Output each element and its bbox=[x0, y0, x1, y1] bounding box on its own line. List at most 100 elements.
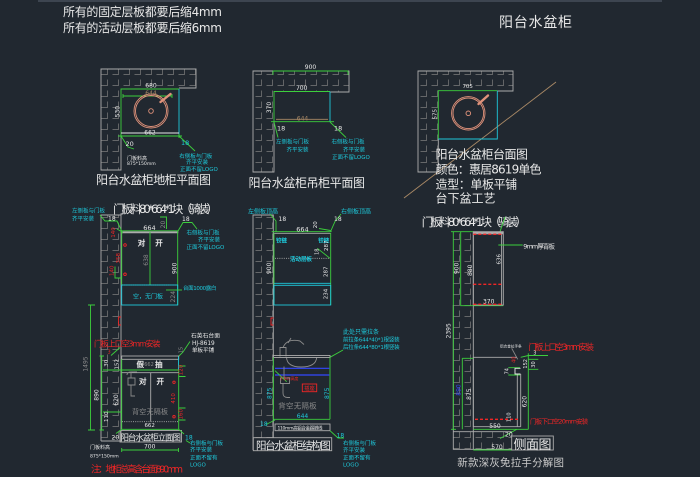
cabinet-width-dimension: 664 bbox=[143, 224, 155, 232]
left-panel-note: 左侧板与门板 bbox=[72, 207, 106, 215]
cabinet-left-top-edge bbox=[120, 88, 179, 136]
wall-cabinet-height-dimension-line bbox=[460, 231, 504, 307]
wall-outline bbox=[252, 70, 350, 173]
extension-lines bbox=[103, 369, 122, 413]
back-panel-note: 9mm厚背板 bbox=[523, 241, 555, 250]
section-height-dimension: 287 bbox=[324, 240, 330, 251]
base-cabinet-plan-view: 680 644 662 530 20 18 门板料高 875*150mm 右侧板… bbox=[96, 68, 218, 187]
open-compartment-note: 空，无门板 bbox=[133, 293, 163, 301]
door-label: 对 bbox=[139, 376, 147, 386]
right-panel-note: 齐平安装 bbox=[186, 158, 209, 166]
shelf-thickness-dimension: 18 bbox=[314, 249, 320, 255]
right-panel-note: 右侧板与门板 bbox=[179, 152, 213, 160]
left-panel-dimension: 18 bbox=[260, 421, 268, 428]
wall-outline bbox=[252, 214, 274, 450]
sink-bowl-section bbox=[286, 357, 318, 368]
wall-cabinet-side: 900 880 636 9mm厚背板 370 2395 bbox=[446, 231, 556, 338]
hinge-position-dimension: 140 bbox=[111, 227, 117, 238]
cabinet-width-dimension: 664 bbox=[296, 225, 308, 233]
countertop-width-dimension: 705 bbox=[462, 84, 473, 90]
section-height-dimension: 287 bbox=[324, 266, 330, 277]
left-panel-dimension: 18 bbox=[108, 216, 116, 223]
door-material-title: 门板料80*664*1块（骑装） bbox=[422, 215, 527, 229]
leader-line bbox=[329, 121, 347, 138]
leader-line bbox=[317, 247, 331, 259]
right-panel-dimension: 18 bbox=[334, 125, 342, 133]
door-top-gap-note: 门板上口空3mm安装 bbox=[94, 339, 161, 349]
open-back-note: 背空无隔板 bbox=[132, 407, 168, 416]
door-height-dimension: 638 bbox=[143, 254, 150, 266]
movable-shelf-setback-note: 所有的活动层板都要后缩6mm bbox=[63, 20, 222, 35]
socket-label: 插座 bbox=[304, 384, 314, 392]
body-height-dimension: 875 bbox=[466, 388, 473, 400]
cabinet-width-dimension: 700 bbox=[296, 85, 308, 92]
kickboard bbox=[274, 423, 331, 432]
wall-tiles bbox=[253, 215, 274, 438]
title-frame bbox=[252, 437, 333, 452]
socket-marker bbox=[270, 317, 274, 326]
right-panel-note: 右侧板与门板 bbox=[332, 138, 366, 146]
view-title: 阳台水盆柜结构图 bbox=[256, 439, 331, 452]
leader-line bbox=[329, 430, 344, 439]
wall-tiles bbox=[101, 215, 121, 441]
drain-trap-symbol bbox=[280, 366, 290, 398]
hinge-label: 铰链 bbox=[318, 236, 330, 244]
drawer-height-dimension: 152 bbox=[115, 359, 121, 370]
top-gap-dimension: 20 bbox=[160, 221, 167, 229]
left-panel-note: 齐平安装 bbox=[287, 146, 310, 154]
inner-width-dimension: 644 bbox=[297, 116, 309, 123]
hinge-marker bbox=[172, 415, 176, 419]
open-compartment-dimension: 224 bbox=[170, 291, 177, 303]
overall-width-dimension: 680 bbox=[145, 82, 157, 89]
left-panel-note: 齐平安装 bbox=[72, 215, 95, 223]
left-panel-dimension: 18 bbox=[277, 125, 285, 133]
drawer-label: 抽 bbox=[155, 359, 163, 369]
socket-box bbox=[301, 383, 318, 393]
hinge-marker bbox=[172, 380, 176, 384]
leader-line bbox=[274, 370, 288, 383]
drawing-title: 阳台水盆柜 bbox=[499, 15, 572, 31]
right-panel-note: 右侧板与门板 bbox=[190, 439, 224, 447]
countertop-note: 单板平铺 bbox=[192, 346, 215, 354]
inner-width-dimension: 644 bbox=[297, 413, 309, 420]
overall-width-dimension-line bbox=[272, 70, 349, 75]
view-title: 阳台水盆柜地柜平面图 bbox=[96, 172, 211, 187]
countertop-right-front-edge bbox=[438, 90, 498, 140]
right-panel-note: LOGO bbox=[190, 463, 206, 469]
right-panel-note: 齐平安装 bbox=[190, 446, 213, 454]
left-panel-dimension: 18 bbox=[279, 216, 287, 223]
right-panel-top-note: 右侧板顶高 bbox=[341, 207, 371, 215]
overall-width-dimension: 900 bbox=[305, 64, 317, 71]
back-panel-dimension: 636 bbox=[497, 253, 503, 264]
door-label: 对 bbox=[138, 237, 146, 247]
wall-outline bbox=[100, 214, 122, 442]
overall-height-dimension-line bbox=[451, 231, 474, 430]
countertop-left-top-edge bbox=[437, 90, 498, 139]
section-height-dimension: 234 bbox=[324, 288, 330, 299]
sink-bowl-outer bbox=[451, 96, 486, 131]
right-panel-note: 齐平安装 bbox=[343, 446, 366, 454]
kickboard-note: 110mm高铝合金踢脚线 bbox=[278, 424, 324, 431]
cabinet-height-dimension: 900 bbox=[454, 262, 461, 274]
left-gap-dimension: 20 bbox=[126, 140, 134, 148]
rail-note: 此处只需拉条 bbox=[343, 328, 379, 336]
top-gap-dimension: 20 bbox=[313, 221, 319, 228]
wall-tiles bbox=[418, 71, 513, 172]
right-panel-note: 正面不留LOGO bbox=[187, 243, 225, 251]
fixed-shelf-setback-note: 所有的固定层板都要后缩4mm bbox=[63, 4, 222, 19]
section-cut-line bbox=[403, 81, 557, 199]
handle-note: 铝合金拉手条 bbox=[500, 344, 522, 349]
hinge-dimension-lines bbox=[114, 228, 124, 279]
base-height-dimension-line bbox=[99, 355, 104, 431]
rail-note: 前拉条644*40*1根竖装 bbox=[343, 335, 400, 343]
leader-line bbox=[115, 428, 122, 434]
countertop-spec-process: 台下盆工艺 bbox=[436, 191, 496, 206]
front-elevation-view: 门板料80*664*1块（骑装） 左侧板与门板 齐平安装 18 20 18 右侧… bbox=[72, 202, 225, 476]
wall-cabinet-plan-view: 900 700 370 644 18 18 左侧板与门板 齐平安装 右侧板与门板… bbox=[249, 64, 371, 190]
left-panel-top-note: 左侧板顶高 bbox=[248, 207, 278, 215]
drawer-label: 假 bbox=[137, 359, 145, 369]
leader-line bbox=[110, 347, 121, 356]
right-panel-note: 齐平安装 bbox=[343, 146, 366, 154]
countertop bbox=[272, 355, 331, 358]
